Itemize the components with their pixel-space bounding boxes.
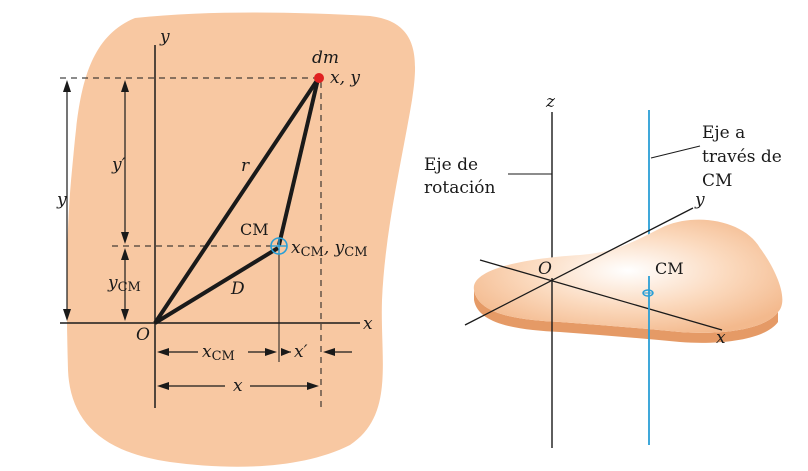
label-cm-axis-line1: Eje a [702, 123, 745, 143]
label-d: D [230, 279, 245, 299]
vector-r [153, 77, 320, 325]
leader-cm-axis [650, 145, 701, 159]
vector-cm-dm [277, 78, 320, 246]
label-y-cm: yCM [107, 273, 141, 295]
mass-body [66, 12, 416, 467]
label-dm: dm [312, 48, 339, 68]
label-x-axis-3d: x [716, 328, 726, 348]
left-figure: y x O dm x, y r D CM xCM, yCM y′ y yCM x… [56, 12, 416, 467]
label-cm-coords: xCM, yCM [291, 238, 368, 260]
label-cm-axis-line3: CM [702, 171, 732, 191]
plate-surface [473, 219, 783, 333]
label-z-axis: z [545, 92, 556, 112]
label-y-axis: y [159, 27, 170, 47]
label-x-cm: xCM [202, 342, 235, 364]
label-cm-axis-line2: través de [702, 147, 782, 167]
label-point-xy: x, y [330, 68, 360, 88]
x-axis-3d [479, 259, 723, 331]
vector-d [153, 246, 280, 325]
label-r: r [241, 156, 250, 176]
label-rotation-axis-line1: Eje de [424, 155, 478, 175]
right-figure: z y x O CM Eje de rotación Eje a través … [424, 92, 783, 448]
label-rotation-axis-line2: rotación [424, 178, 496, 198]
label-y-axis-3d: y [694, 190, 705, 210]
label-y-prime: y′ [111, 155, 126, 175]
label-y-total: y [56, 190, 67, 210]
label-x-axis: x [363, 314, 373, 334]
y-axis-3d [464, 207, 694, 326]
label-cm: CM [240, 220, 269, 239]
dm-point [314, 73, 324, 83]
label-origin: O [136, 325, 150, 345]
cm-marker [270, 237, 288, 255]
label-origin-3d: O [538, 259, 552, 279]
label-cm-3d: CM [655, 259, 684, 278]
label-x-total: x [233, 376, 243, 396]
plate-edge [474, 290, 778, 343]
label-x-prime: x′ [294, 342, 308, 362]
